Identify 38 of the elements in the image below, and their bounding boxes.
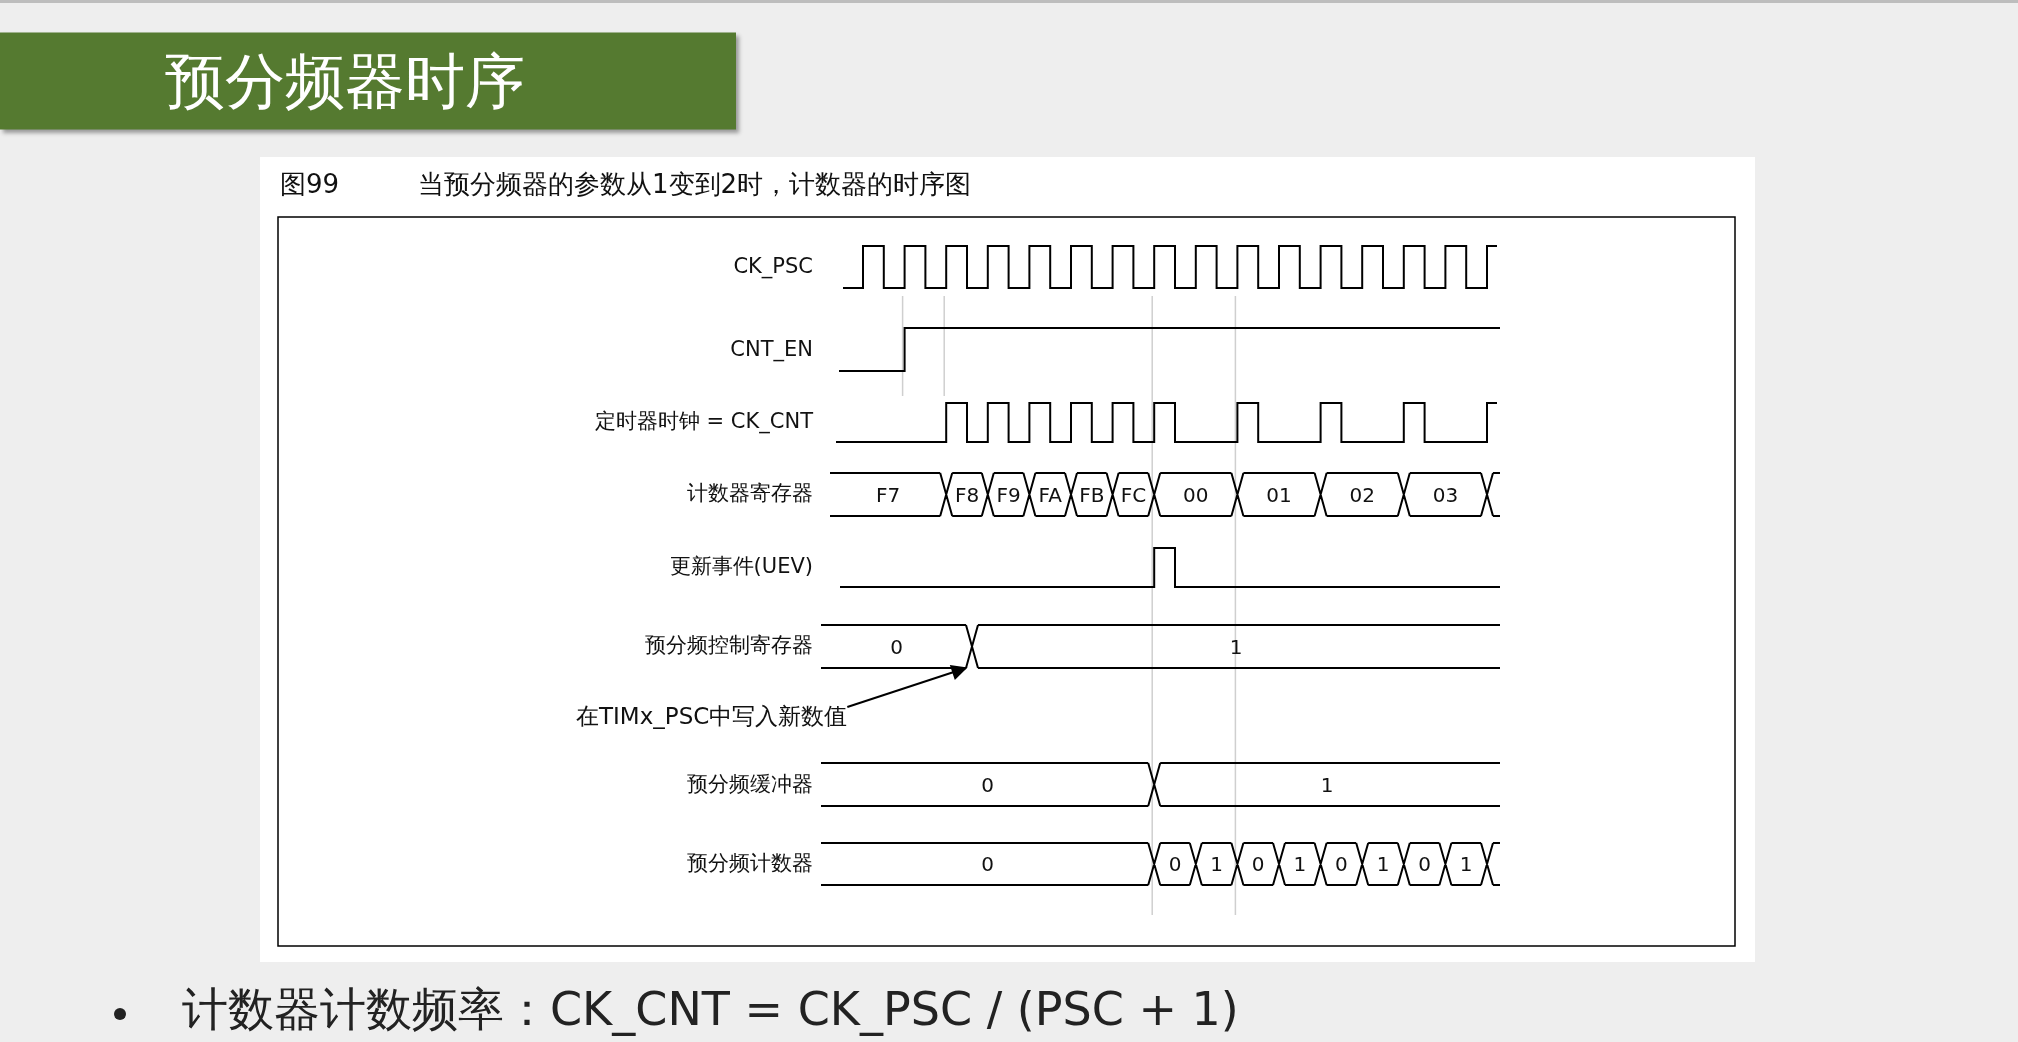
bus-value: 1 <box>1210 852 1223 876</box>
signal-name: CK_PSC <box>733 254 813 280</box>
bus-value: 0 <box>1168 852 1182 876</box>
bus-value: 1 <box>1320 772 1334 797</box>
bus-value: 0 <box>1418 852 1431 876</box>
signal-name: 预分频计数器 <box>687 851 813 877</box>
signal-name: 更新事件(UEV) <box>669 554 813 580</box>
bullet-text: 计数器计数频率：CK_CNT = CK_PSC / (PSC + 1) <box>182 982 1239 1038</box>
bus-value: 0 <box>890 634 903 659</box>
slide-title: 预分频器时序 <box>0 32 736 130</box>
bus-value: 0 <box>1251 852 1265 876</box>
bus-value: F8 <box>954 482 980 507</box>
signal-name: 预分频控制寄存器 <box>645 633 813 659</box>
bus-value: 1 <box>1293 852 1307 876</box>
bus-value: FA <box>1038 482 1062 507</box>
annotation-text: 在TIMx_PSC中写入新数值 <box>576 703 848 731</box>
bus-value: 00 <box>1183 482 1209 507</box>
bus-value: 01 <box>1266 482 1292 507</box>
bus-value: 1 <box>1459 852 1473 876</box>
figure-caption: 当预分频器的参数从1变到2时，计数器的时序图 <box>418 169 972 201</box>
bus-value: F7 <box>876 482 901 507</box>
bus-value: 1 <box>1229 634 1243 659</box>
signal-name: 定时器时钟 = CK_CNT <box>594 409 813 435</box>
signal-name: 预分频缓冲器 <box>687 772 813 798</box>
bus-value: 02 <box>1349 482 1375 507</box>
leader-arrow <box>846 664 968 708</box>
bus-value: FC <box>1120 482 1147 507</box>
figure-number: 图99 <box>280 169 340 201</box>
bus-value: F9 <box>996 482 1021 507</box>
signal-name: CNT_EN <box>730 337 813 363</box>
bus-value: 0 <box>1335 852 1348 876</box>
signal-name: 计数器寄存器 <box>687 481 813 507</box>
bus-transition <box>965 624 979 669</box>
bus-value: 1 <box>1376 852 1390 876</box>
bus-value: 0 <box>981 852 994 876</box>
bus-value: 03 <box>1432 482 1459 507</box>
bus-value: 0 <box>981 772 994 797</box>
bus-value: FB <box>1079 482 1105 507</box>
